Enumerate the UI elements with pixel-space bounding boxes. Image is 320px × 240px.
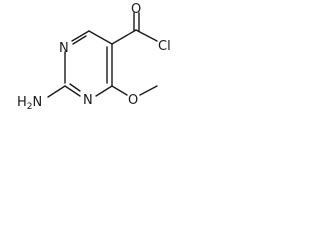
structure-diagram: N N H2N O Cl O <box>17 2 171 112</box>
ring-bond-c2-n3-inner <box>69 83 81 92</box>
atom-label-methoxy-oxygen: O <box>128 93 138 108</box>
ring-bond-n3-c4 <box>95 85 113 97</box>
atom-label-chlorine: Cl <box>158 39 171 54</box>
ring-bond-c6-n1 <box>71 30 90 42</box>
bond-c2-nh2 <box>47 85 66 98</box>
bond-o-methyl <box>139 85 158 96</box>
atom-label-n1: N <box>59 41 69 56</box>
bond-c5-carbonyl <box>111 29 137 45</box>
atom-label-carbonyl-oxygen: O <box>131 2 141 17</box>
ring-bond-c5-c6 <box>88 30 113 45</box>
bond-carbonyl-cl <box>135 29 158 42</box>
atom-label-nh2: H2N <box>17 95 42 112</box>
bond-c4-o <box>111 85 128 96</box>
ring-bond-c6-n1-inner <box>72 35 87 45</box>
ring-bond-c2-n3 <box>64 85 81 97</box>
atom-label-n3: N <box>83 93 93 108</box>
